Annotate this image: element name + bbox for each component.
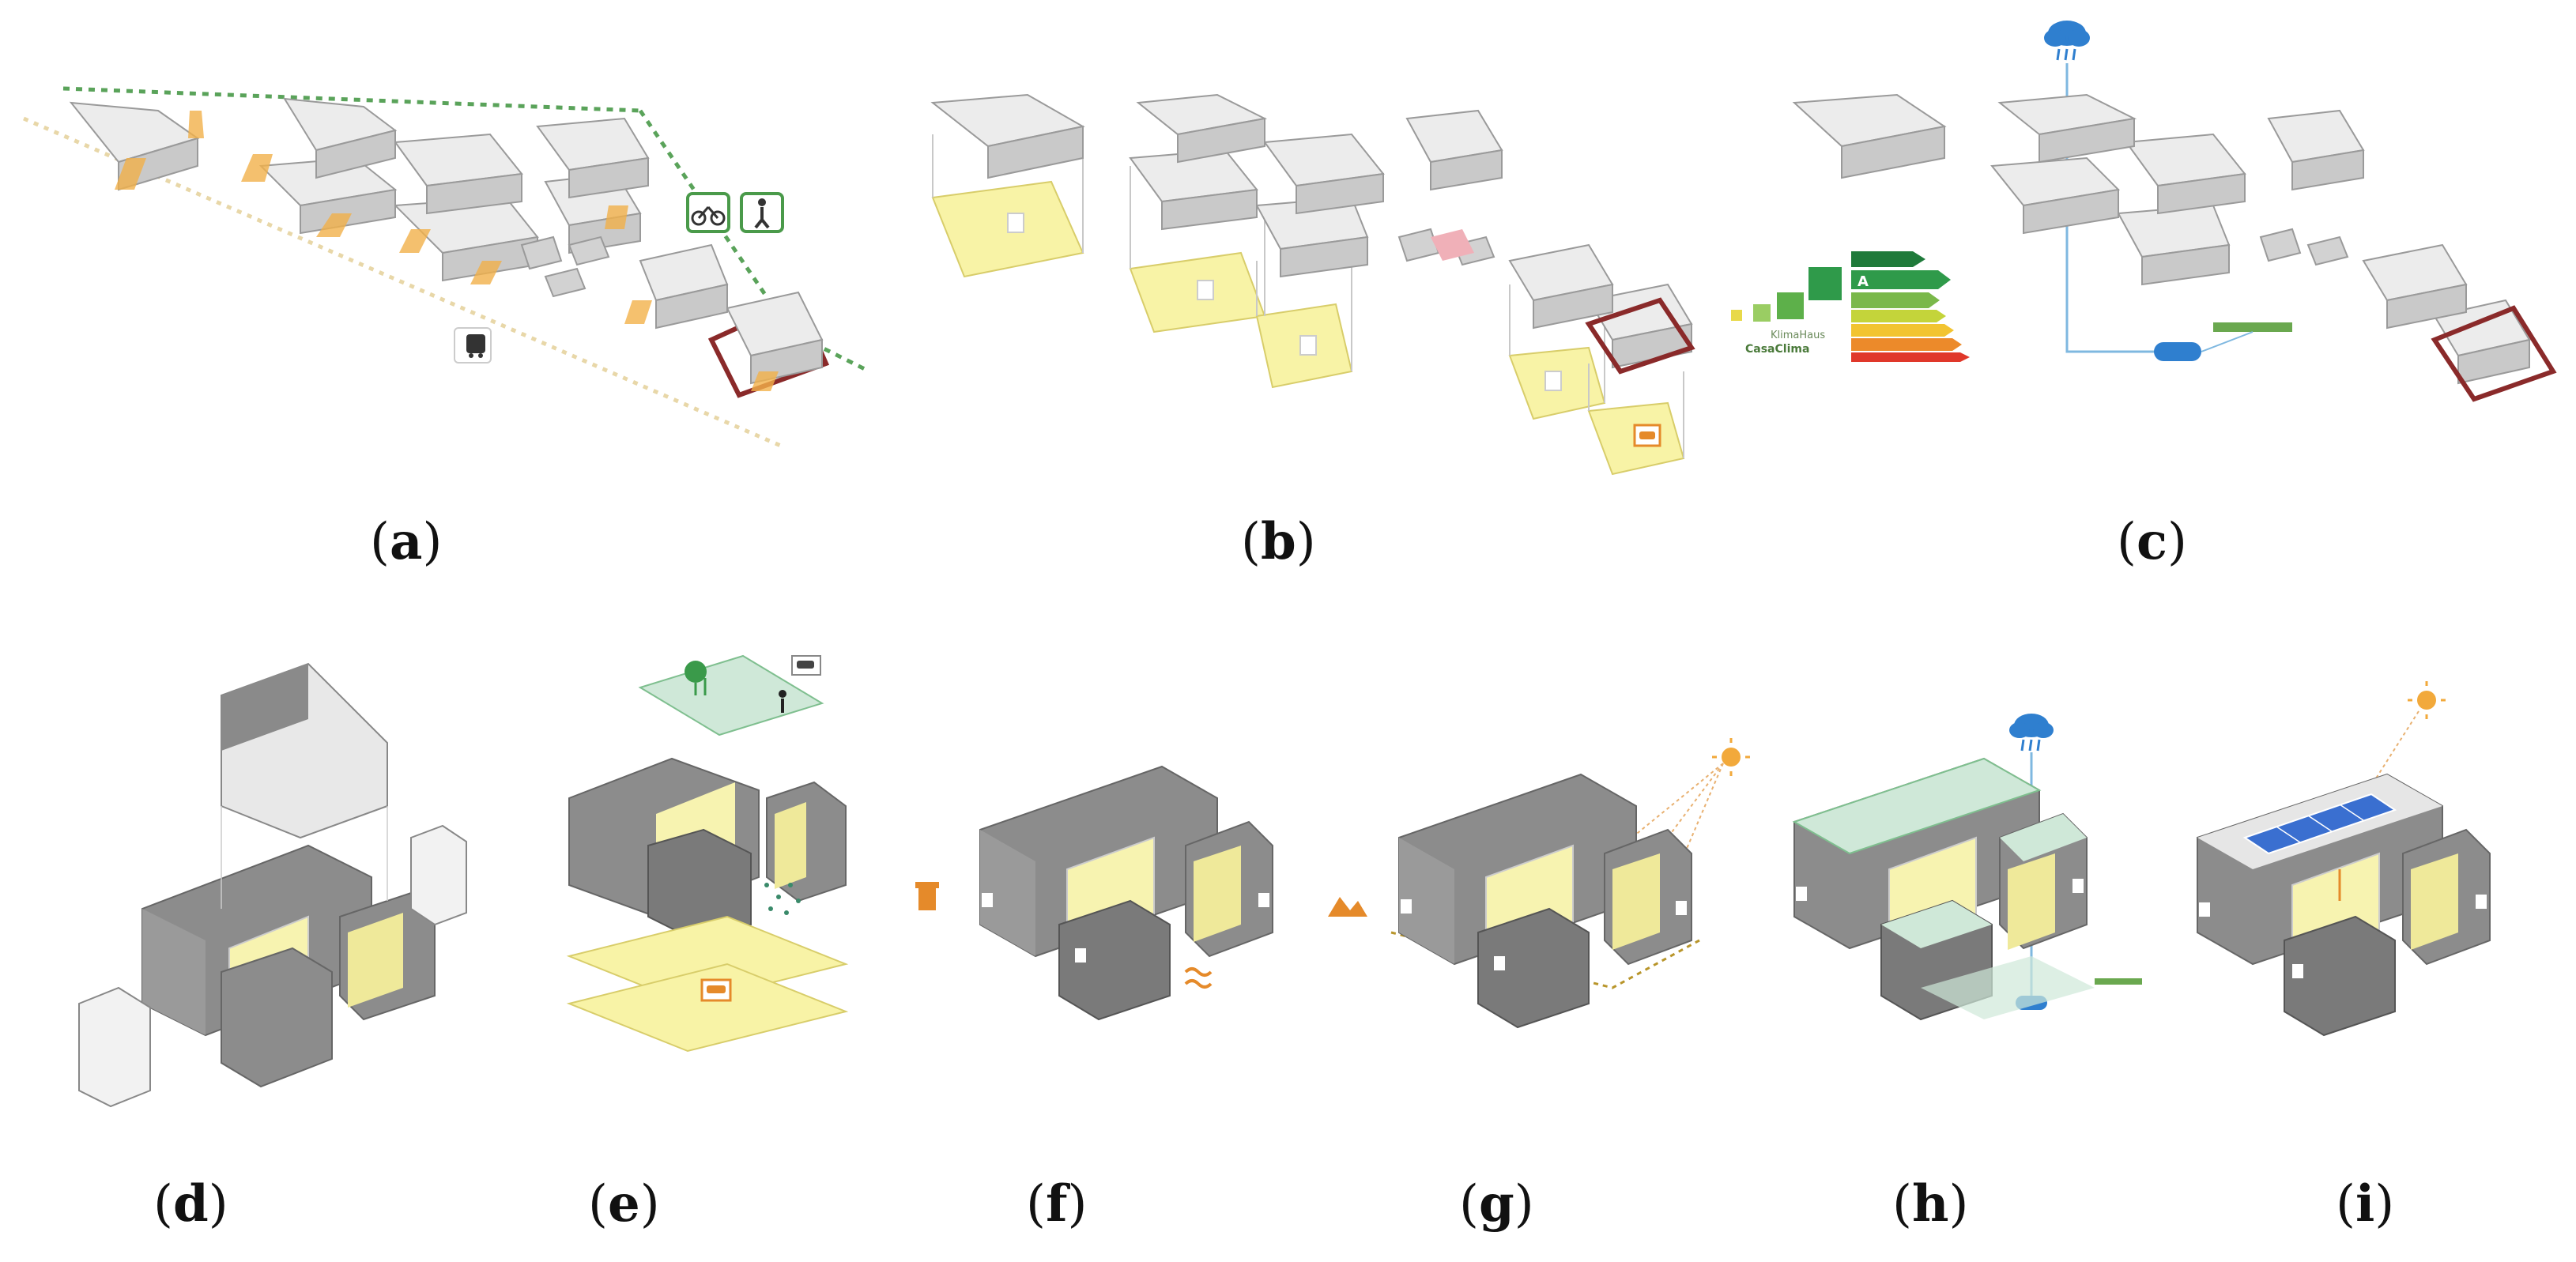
green-roof-strip [2213, 322, 2292, 332]
panel-h [1778, 703, 2150, 1051]
car-icon [1633, 424, 1661, 447]
caption-d: (d) [153, 1174, 228, 1234]
small-parcels [2259, 228, 2349, 266]
plate-markers [1007, 213, 1562, 391]
panel-g [1312, 727, 1755, 1051]
panel-i-illustration [2197, 681, 2491, 1037]
energy-class-text: A [1858, 273, 1869, 290]
caption-f: (f) [1026, 1174, 1088, 1234]
green-roof [1792, 757, 2042, 855]
road-line [23, 116, 783, 449]
panel-f-illustration [915, 765, 1273, 1021]
panel-b-illustration [930, 93, 1695, 476]
site-outline [2431, 305, 2557, 402]
caption-g: (g) [1459, 1174, 1534, 1234]
panel-c: A KlimaHaus CasaClima [1731, 0, 2576, 506]
panel-a [0, 0, 909, 506]
panel-e-illustration [566, 654, 849, 1053]
building-cluster [930, 93, 1693, 341]
pink-square [1431, 229, 1474, 261]
caption-e: (e) [588, 1174, 660, 1234]
access-markers [115, 111, 779, 391]
bus-stop-icon [454, 327, 492, 364]
casaclima-text: CasaClima [1745, 343, 1809, 356]
rain-cloud-icon [2044, 21, 2090, 61]
caption-b: (b) [1241, 512, 1316, 571]
building-sides [1841, 117, 2530, 385]
panel-a-illustration [23, 86, 871, 449]
noise-icon [915, 882, 939, 910]
panel-c-illustration: A KlimaHaus CasaClima [1731, 21, 2557, 402]
small-parcels [1397, 228, 1495, 266]
caption-i: (i) [2336, 1174, 2395, 1234]
caption-c: (c) [2117, 512, 2187, 571]
green-path-line [62, 86, 641, 113]
caption-h: (h) [1892, 1174, 1969, 1234]
small-parcels [520, 235, 610, 298]
sun-icon [1712, 738, 1750, 776]
vertical-guides [932, 134, 1684, 458]
car-icon [791, 655, 821, 676]
bicycle-icon [686, 192, 730, 233]
panel-b [909, 0, 1739, 506]
panel-h-illustration [1792, 714, 2142, 1021]
panel-g-illustration [1328, 738, 1750, 1029]
panel-f [901, 735, 1288, 1035]
building-sides [987, 117, 1692, 369]
green-strip [2095, 978, 2142, 985]
site-outline [1585, 297, 1695, 375]
caption-a: (a) [370, 512, 443, 571]
rain-cloud-icon [2009, 714, 2054, 752]
tree-icon [685, 661, 707, 695]
parking-car-icon [700, 978, 732, 1002]
pedestrian-icon [740, 192, 784, 233]
energy-label-icon: A KlimaHaus CasaClima [1731, 251, 1970, 362]
sun-icon [2408, 681, 2446, 719]
yellow-plate-lower [566, 963, 849, 1053]
panel-d [71, 648, 482, 1108]
tank-icon [2154, 342, 2201, 361]
mountain-icon [1328, 897, 1367, 917]
klimahaus-text: KlimaHaus [1771, 330, 1825, 341]
person-icon [779, 690, 786, 713]
panel-d-illustration [78, 662, 467, 1108]
wave-icon [1184, 967, 1213, 989]
rain-drops [764, 883, 801, 915]
panel-i [2182, 680, 2545, 1051]
panel-e [553, 624, 885, 1067]
green-ground [1921, 956, 2095, 1019]
